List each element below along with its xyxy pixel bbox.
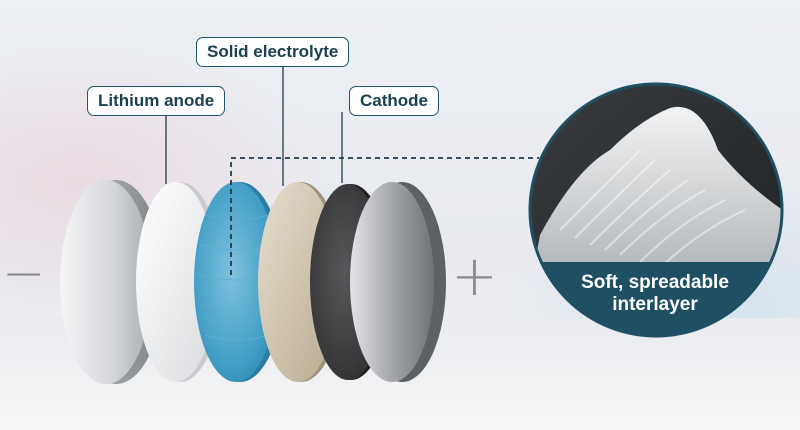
interlayer-caption: Soft, spreadable interlayer [542, 272, 768, 316]
interlayer-caption-line-1: Soft, spreadable [581, 272, 729, 293]
interlayer-disc [194, 182, 284, 382]
solid-electrolyte-label: Solid electrolyte [196, 37, 350, 67]
interlayer-pointer-arrow [230, 149, 671, 275]
end-cap-disc [350, 182, 446, 382]
current-collector-disc [60, 180, 164, 384]
lithium-anode-label: Lithium anode [87, 86, 226, 116]
interlayer-caption-line-2: interlayer [612, 294, 698, 315]
cathode-label: Cathode [349, 86, 439, 116]
positive-terminal-sign: + [451, 244, 498, 309]
negative-terminal-sign: − [2, 244, 46, 304]
